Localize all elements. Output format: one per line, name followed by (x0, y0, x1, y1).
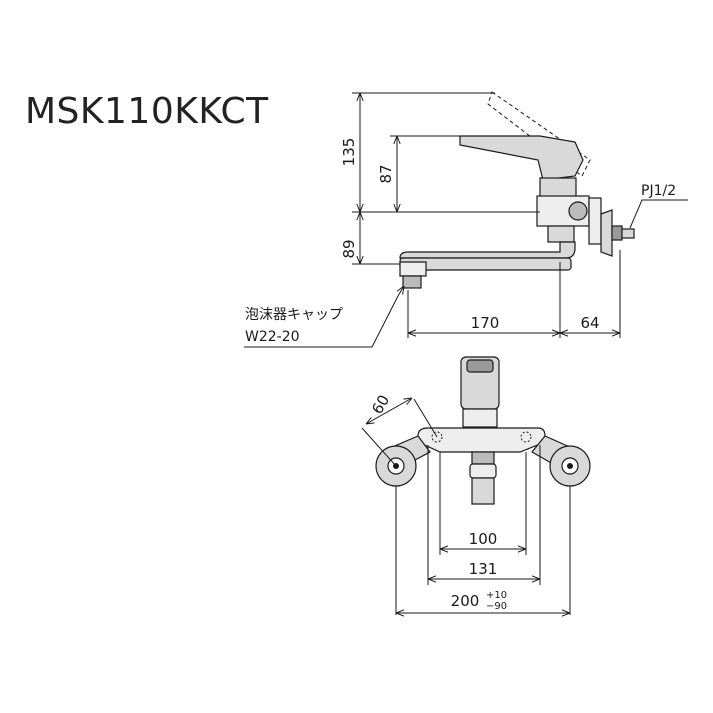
joint-knob (568, 201, 588, 221)
aerator-label: 泡沫器キャップ (245, 307, 343, 323)
aerator-cap (402, 275, 422, 289)
wall-plate (600, 209, 613, 257)
dim-135: 135 (340, 138, 358, 167)
wall-bracket (588, 197, 602, 245)
spout-pipe (399, 241, 576, 259)
dim-87: 87 (377, 164, 395, 183)
top-handle-cap (466, 359, 494, 373)
dim-170: 170 (471, 314, 500, 332)
spout-end (399, 261, 427, 277)
dim-131: 131 (469, 560, 498, 578)
aerator-size-label: W22-20 (245, 329, 300, 345)
front-view: 60 100 131 200 +10 −90 (361, 356, 591, 615)
dim-100: 100 (469, 530, 498, 548)
pipe-fitting (611, 225, 623, 241)
side-view: 135 87 89 170 64 泡沫器キャップ W22-20 PJ1/2 (244, 91, 688, 348)
model-title: MSK110KKCT (25, 91, 269, 132)
dim-200: 200 (451, 592, 480, 610)
bracket-hole-right (520, 431, 532, 443)
front-aerator (471, 477, 495, 505)
dim-60: 60 (368, 392, 393, 418)
handle-neck (462, 408, 498, 428)
dim-200-tolerance-minus: −90 (486, 601, 507, 612)
right-leg-center (567, 463, 573, 469)
lower-column (547, 225, 575, 243)
lever-handle (459, 135, 584, 181)
front-spout-top (471, 451, 495, 465)
dim-89: 89 (340, 239, 358, 258)
faucet-body (539, 177, 577, 199)
front-bracket (417, 427, 546, 453)
lever-dashed-outline (487, 91, 591, 177)
bracket-hole-left (431, 431, 443, 443)
pipe-thread (621, 228, 635, 239)
dim-64: 64 (580, 314, 599, 332)
dim-200-tolerance-plus: +10 (486, 590, 507, 601)
front-spout-ring (469, 463, 497, 479)
pipe-thread-label: PJ1/2 (641, 183, 676, 199)
